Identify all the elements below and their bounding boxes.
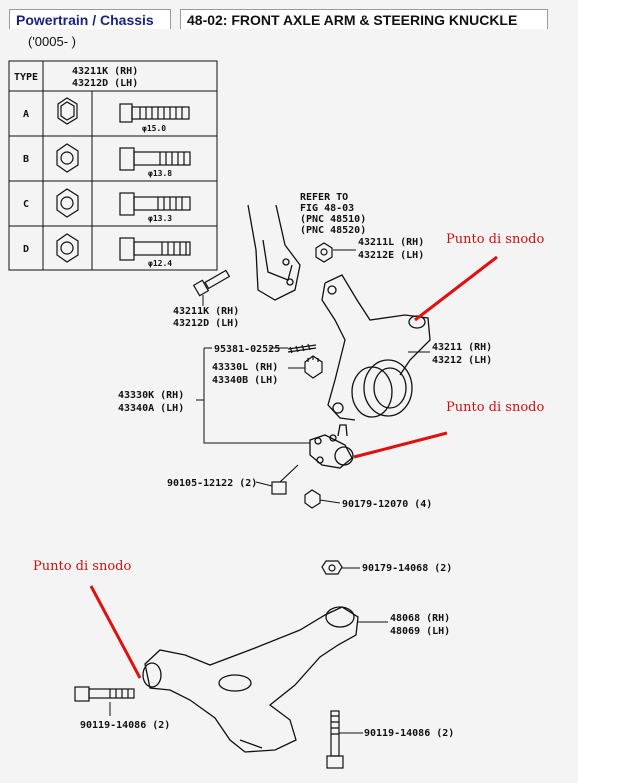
arm-nut-icon <box>321 560 343 575</box>
model-range: ('0005- ) <box>28 34 77 49</box>
bolt-top-rh: 43211K (RH) <box>173 306 239 317</box>
callout-2: Punto di snodo <box>446 400 544 415</box>
bolt-b-icon <box>119 147 191 171</box>
hex-nut-a-icon <box>57 97 78 125</box>
refer-line-4: (PNC 48520) <box>300 225 366 236</box>
refer-line-1: REFER TO <box>300 192 348 203</box>
diameter-a: φ15.0 <box>142 124 166 133</box>
parts-diagram: TYPE 43211K (RH) 43212D (LH) A φ15.0 B φ… <box>8 60 544 769</box>
pin-label: 95381-02525 <box>214 344 280 355</box>
type-row-a-label: A <box>23 109 29 120</box>
bolt-a-icon <box>119 103 190 123</box>
balljoint-rh: 43330K (RH) <box>118 390 184 401</box>
arm-bolt-left-icon <box>74 686 135 702</box>
bolt-small-label: 90105-12122 (2) <box>167 478 257 489</box>
nut-top-rh: 43211L (RH) <box>358 237 424 248</box>
bolt-top-lh: 43212D (LH) <box>173 318 239 329</box>
arm-lh: 48069 (LH) <box>390 626 450 637</box>
callout-arrow-3 <box>89 585 142 679</box>
castle-nut-icon <box>304 355 323 379</box>
nut-top-lh: 43212E (LH) <box>358 250 424 261</box>
bolt-d-icon <box>119 237 191 261</box>
arm-rh: 48068 (RH) <box>390 613 450 624</box>
table-part-lh: 43212D (LH) <box>72 78 138 89</box>
callout-3: Punto di snodo <box>33 559 131 574</box>
nut-arm-label: 90179-14068 (2) <box>362 563 452 574</box>
small-bolt-icon <box>271 464 299 495</box>
strut-nut-icon <box>315 242 333 263</box>
diagram-canvas <box>0 0 578 783</box>
bolt-arm-left-label: 90119-14086 (2) <box>80 720 170 731</box>
refer-line-3: (PNC 48510) <box>300 214 366 225</box>
balljoint-lh: 43340A (LH) <box>118 403 184 414</box>
type-row-b-label: B <box>23 154 29 165</box>
knuckle-rh: 43211 (RH) <box>432 342 492 353</box>
nut-mid-lh: 43340B (LH) <box>212 375 278 386</box>
type-table <box>8 60 218 271</box>
small-nut-icon <box>304 489 321 509</box>
bolt-small-leader <box>255 481 273 487</box>
group-bracket <box>203 347 310 444</box>
hex-nut-b-icon <box>56 143 79 173</box>
knuckle-lh: 43212 (LH) <box>432 355 492 366</box>
refer-line-2: FIG 48-03 <box>300 203 354 214</box>
callout-arrow-2 <box>353 431 448 459</box>
hex-nut-c-icon <box>56 188 79 218</box>
nut-mid-rh: 43330L (RH) <box>212 362 278 373</box>
type-header: TYPE <box>14 72 38 83</box>
type-row-c-label: C <box>23 199 29 210</box>
diagram-title-tab: 48-02: FRONT AXLE ARM & STEERING KNUCKLE <box>180 9 548 29</box>
cotter-pin-icon <box>287 343 317 354</box>
strut-bracket-drawing <box>247 204 301 301</box>
diameter-d: φ12.4 <box>148 259 172 268</box>
strut-bolt-icon <box>192 269 231 297</box>
nut-small-label: 90179-12070 (4) <box>342 499 432 510</box>
section-tab[interactable]: Powertrain / Chassis <box>9 9 171 29</box>
bolt-c-icon <box>119 192 191 216</box>
lower-control-arm-drawing <box>142 606 359 753</box>
diameter-b: φ13.8 <box>148 169 172 178</box>
callout-arrow-1 <box>414 255 498 322</box>
bolt-arm-right-label: 90119-14086 (2) <box>364 728 454 739</box>
hex-nut-d-icon <box>56 233 79 263</box>
diameter-c: φ13.3 <box>148 214 172 223</box>
type-row-d-label: D <box>23 244 29 255</box>
table-part-rh: 43211K (RH) <box>72 66 138 77</box>
arm-bolt-vertical-icon <box>326 710 344 769</box>
nut-small-leader <box>319 499 341 504</box>
ball-joint-drawing <box>309 424 354 469</box>
callout-1: Punto di snodo <box>446 232 544 247</box>
steering-knuckle-drawing <box>321 274 431 421</box>
